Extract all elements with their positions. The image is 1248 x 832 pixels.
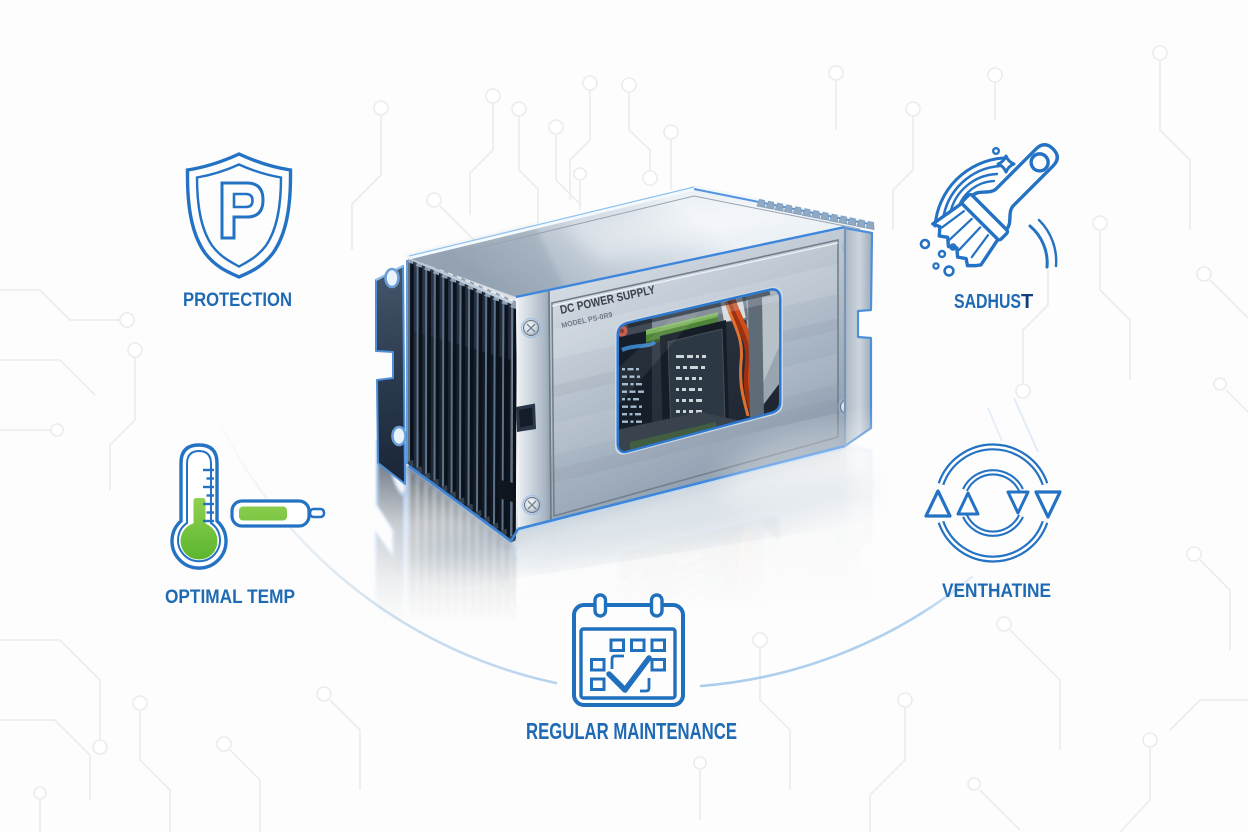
svg-text:OPTIMAL TEMP: OPTIMAL TEMP (165, 586, 295, 608)
svg-text:PROTECTION: PROTECTION (183, 289, 292, 311)
svg-text:REGULAR MAINTENANCE: REGULAR MAINTENANCE (526, 718, 737, 744)
svg-text:SADHUS: SADHUS (954, 291, 1021, 313)
svg-text:VENTHATINE: VENTHATINE (942, 580, 1051, 602)
svg-text:T: T (1021, 291, 1033, 313)
